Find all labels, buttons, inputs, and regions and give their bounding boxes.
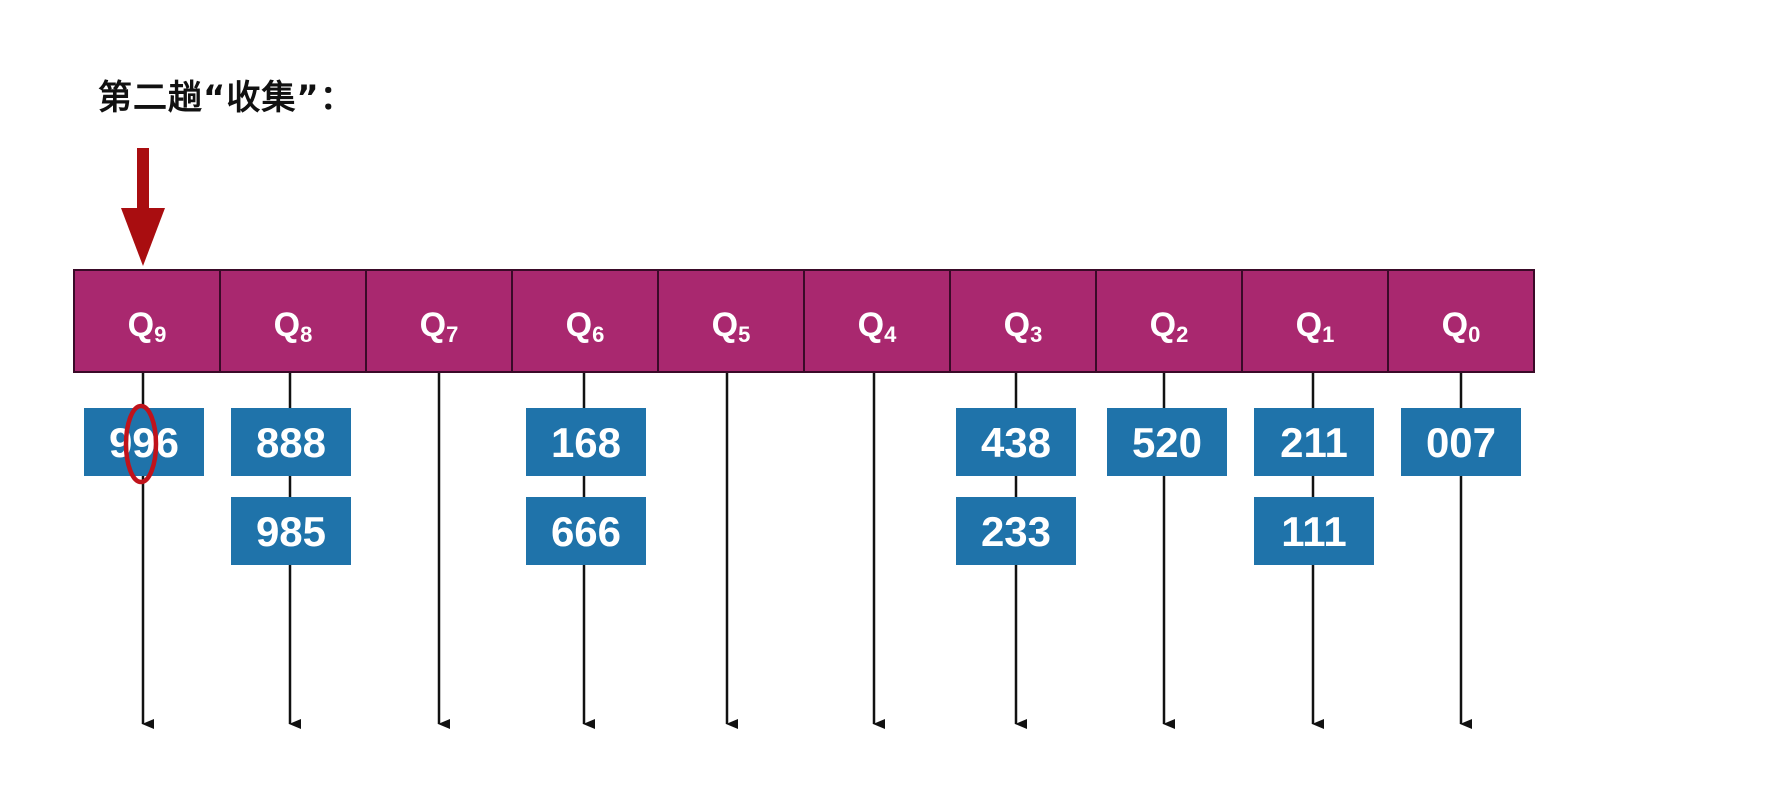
value-text-211: 211 bbox=[1280, 419, 1348, 466]
value-box-520 bbox=[1107, 408, 1227, 476]
value-box-666 bbox=[526, 497, 646, 565]
queue-cell-1 bbox=[1241, 269, 1389, 373]
value-box-438 bbox=[956, 408, 1076, 476]
value-text-888: 888 bbox=[256, 419, 326, 466]
queue-cell-6 bbox=[511, 269, 659, 373]
queue-cell-7 bbox=[365, 269, 513, 373]
queue-cell-0 bbox=[1387, 269, 1535, 373]
digit-highlight-oval bbox=[123, 403, 159, 485]
pointer-arrow-shaft bbox=[137, 148, 149, 210]
value-text-666: 666 bbox=[551, 508, 621, 555]
queue-cell-3 bbox=[949, 269, 1097, 373]
value-text-007: 007 bbox=[1426, 419, 1496, 466]
value-box-007 bbox=[1401, 408, 1521, 476]
value-box-888 bbox=[231, 408, 351, 476]
value-box-233 bbox=[956, 497, 1076, 565]
value-box-111 bbox=[1254, 497, 1374, 565]
value-box-211 bbox=[1254, 408, 1374, 476]
queue-cell-5 bbox=[657, 269, 805, 373]
value-text-520: 520 bbox=[1132, 419, 1202, 466]
queue-cell-4 bbox=[803, 269, 951, 373]
value-box-985 bbox=[231, 497, 351, 565]
value-box-168 bbox=[526, 408, 646, 476]
queue-cell-8 bbox=[219, 269, 367, 373]
value-box-996 bbox=[84, 408, 204, 476]
queue-cell-2 bbox=[1095, 269, 1243, 373]
pointer-arrow-head bbox=[121, 208, 165, 266]
value-text-996: 996 bbox=[109, 419, 179, 466]
value-text-111: 111 bbox=[1281, 508, 1346, 555]
value-text-985: 985 bbox=[256, 508, 326, 555]
value-text-233: 233 bbox=[981, 508, 1051, 555]
value-text-168: 168 bbox=[551, 419, 621, 466]
value-text-438: 438 bbox=[981, 419, 1051, 466]
page-title: 第二趟“收集”： bbox=[98, 78, 355, 118]
